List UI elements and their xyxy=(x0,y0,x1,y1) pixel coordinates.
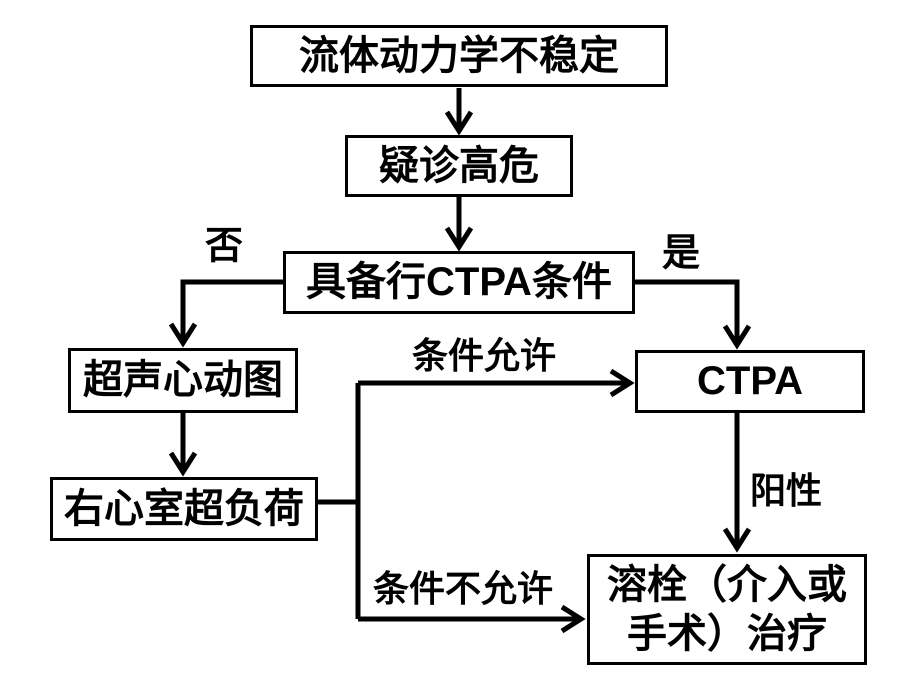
node-rv-overload: 右心室超负荷 xyxy=(50,477,318,541)
node-suspected-high-risk: 疑诊高危 xyxy=(345,135,573,197)
node-thrombolysis: 溶栓（介入或 手术）治疗 xyxy=(587,554,867,665)
node-ctpa-eligibility: 具备行CTPA条件 xyxy=(283,251,635,314)
arrow-eligibility-no-to-echo xyxy=(168,279,286,348)
edge-label-yes: 是 xyxy=(661,232,701,275)
edge-label-conditions-not-permit: 条件不允许 xyxy=(372,568,554,609)
node-hemodynamic-instability: 流体动力学不稳定 xyxy=(250,25,668,87)
edge-label-no: 否 xyxy=(204,225,244,268)
arrow-eligibility-yes-to-ctpa xyxy=(633,279,752,350)
node-ctpa: CTPA xyxy=(635,350,865,413)
edge-label-positive: 阳性 xyxy=(749,470,823,511)
edge-label-conditions-permit: 条件允许 xyxy=(411,335,557,376)
node-echocardiography: 超声心动图 xyxy=(68,348,298,413)
